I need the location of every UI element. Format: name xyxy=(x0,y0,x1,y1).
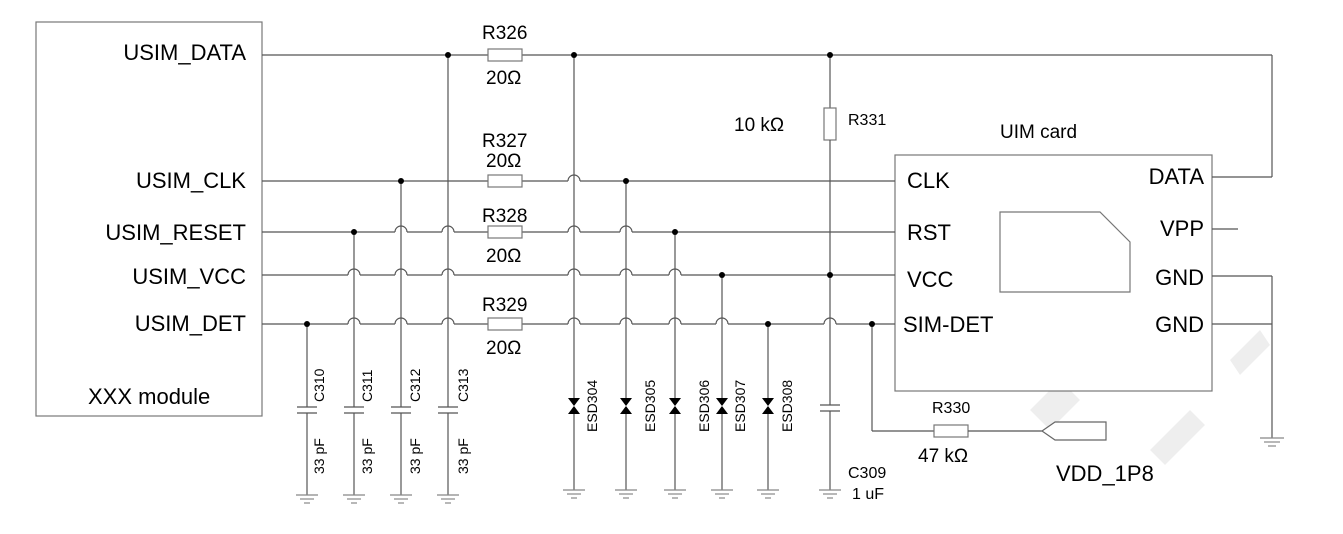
esd306-ref: ESD306 xyxy=(696,380,712,432)
c309-value: 1 uF xyxy=(852,486,884,503)
junction-dots xyxy=(304,52,875,327)
esd-diode-esd306 xyxy=(664,232,686,499)
resistor-r331 xyxy=(823,55,837,405)
module-pin-usim-reset: USIM_RESET xyxy=(105,220,246,245)
c313-ref: C313 xyxy=(455,368,471,402)
c310-ref: C310 xyxy=(311,368,327,402)
uim-card-title: UIM card xyxy=(1000,122,1077,143)
r327-value: 20Ω xyxy=(486,151,521,172)
resistor-r330 xyxy=(871,324,1042,438)
card-right-wiring xyxy=(1212,228,1284,447)
module-box xyxy=(35,21,263,417)
r327-ref: R327 xyxy=(482,131,527,152)
c312-value: 33 pF xyxy=(407,438,423,474)
r330-value: 47 kΩ xyxy=(918,446,968,467)
c311-ref: C311 xyxy=(359,369,375,402)
r328-value: 20Ω xyxy=(486,246,521,267)
r326-value: 20Ω xyxy=(486,68,521,89)
resistor-r326 xyxy=(487,48,523,62)
c311-value: 33 pF xyxy=(359,438,375,474)
c313-value: 33 pF xyxy=(455,438,471,474)
net-usim-vcc xyxy=(262,268,895,276)
r329-ref: R329 xyxy=(482,295,527,316)
capacitor-c310 xyxy=(296,324,318,504)
resistor-r327 xyxy=(487,174,523,188)
net-usim-reset xyxy=(262,225,895,233)
card-pin-data: DATA xyxy=(1149,164,1205,189)
resistor-r328 xyxy=(487,225,523,239)
module-name: XXX module xyxy=(88,384,210,409)
capacitor-c309 xyxy=(819,404,841,499)
card-pin-vpp: VPP xyxy=(1160,216,1204,241)
esd308-ref: ESD308 xyxy=(779,380,795,432)
esd-diode-esd308 xyxy=(757,324,779,499)
esd-diode-esd304 xyxy=(563,55,585,499)
card-pin-gnd-1: GND xyxy=(1155,265,1204,290)
c310-value: 33 pF xyxy=(311,438,327,474)
module-pin-usim-clk: USIM_CLK xyxy=(136,168,246,193)
r326-ref: R326 xyxy=(482,23,527,44)
capacitor-c312 xyxy=(390,181,412,504)
module-pin-usim-vcc: USIM_VCC xyxy=(132,264,246,289)
module-pin-usim-det: USIM_DET xyxy=(135,311,246,336)
net-usim-clk xyxy=(262,174,895,182)
card-pin-vcc: VCC xyxy=(907,267,954,292)
net-usim-det xyxy=(262,317,895,325)
esd304-ref: ESD304 xyxy=(584,380,600,432)
r331-value: 10 kΩ xyxy=(734,115,784,136)
card-pin-clk: CLK xyxy=(907,168,950,193)
r328-ref: R328 xyxy=(482,206,527,227)
r330-ref: R330 xyxy=(932,400,970,417)
power-flag-vdd-1p8 xyxy=(1040,421,1107,441)
r331-ref: R331 xyxy=(848,112,886,129)
sim-chip-outline xyxy=(999,211,1131,293)
r329-value: 20Ω xyxy=(486,338,521,359)
esd-diode-esd307 xyxy=(711,275,733,499)
card-pin-gnd-2: GND xyxy=(1155,312,1204,337)
card-pin-sim-det: SIM-DET xyxy=(903,312,993,337)
resistor-r329 xyxy=(487,317,523,331)
capacitor-c313 xyxy=(437,55,459,504)
esd305-ref: ESD305 xyxy=(642,380,658,432)
c309-ref: C309 xyxy=(848,465,886,482)
c312-ref: C312 xyxy=(407,368,423,402)
card-pin-rst: RST xyxy=(907,220,951,245)
uim-card-box xyxy=(894,154,1213,392)
vdd-1p8-label: VDD_1P8 xyxy=(1056,461,1154,486)
capacitor-c311 xyxy=(343,232,365,504)
esd-diode-esd305 xyxy=(615,181,637,499)
esd307-ref: ESD307 xyxy=(732,380,748,432)
module-pin-usim-data: USIM_DATA xyxy=(123,40,246,65)
